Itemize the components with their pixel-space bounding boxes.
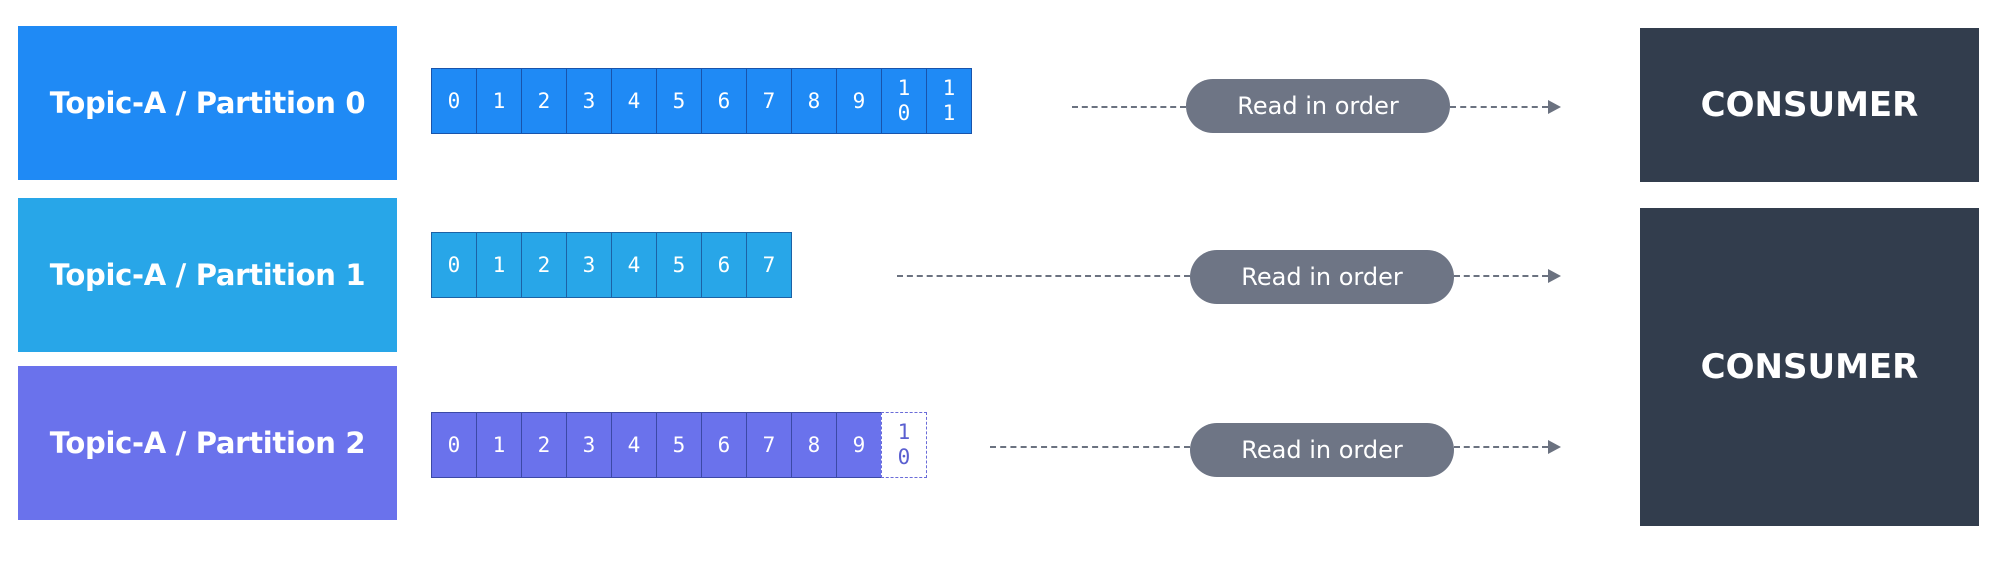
partition-2-log: 0 1 2 3 4 5 6 7 8 9 1 0 [431,412,927,478]
read-arrow-line-0b [1450,106,1548,108]
offset-cell: 2 [521,68,567,134]
read-in-order-label: Read in order [1241,436,1403,464]
offset-cell: 2 [521,232,567,298]
offset-cell: 3 [566,68,612,134]
offset-cell: 4 [611,68,657,134]
offset-cell: 6 [701,412,747,478]
arrow-head-icon [1548,269,1561,283]
offset-cell: 0 [431,68,477,134]
partition-1-box: Topic-A / Partition 1 [18,198,397,352]
offset-cell: 7 [746,412,792,478]
offset-cell: 1 0 [881,68,927,134]
read-arrow-line-0a [1072,106,1186,108]
offset-cell: 8 [791,412,837,478]
read-in-order-label: Read in order [1237,92,1399,120]
partition-1-log: 0 1 2 3 4 5 6 7 [431,232,792,298]
arrow-head-icon [1548,440,1561,454]
offset-cell: 5 [656,412,702,478]
partition-0-box: Topic-A / Partition 0 [18,26,397,180]
offset-cell: 6 [701,232,747,298]
read-in-order-pill-2: Read in order [1190,423,1454,477]
offset-cell: 1 [476,232,522,298]
offset-cell: 5 [656,232,702,298]
consumer-label: CONSUMER [1700,347,1919,387]
read-arrow-line-2a [990,446,1190,448]
partition-0-log: 0 1 2 3 4 5 6 7 8 9 1 0 1 1 [431,68,972,134]
offset-cell: 3 [566,412,612,478]
consumer-box-1: CONSUMER [1640,208,1979,526]
offset-cell: 1 [476,412,522,478]
read-in-order-label: Read in order [1241,263,1403,291]
read-arrow-line-1a [897,275,1190,277]
offset-cell: 7 [746,232,792,298]
consumer-label: CONSUMER [1700,85,1919,125]
offset-cell: 7 [746,68,792,134]
offset-cell: 5 [656,68,702,134]
offset-cell: 4 [611,412,657,478]
offset-cell: 4 [611,232,657,298]
offset-cell: 1 [476,68,522,134]
arrow-head-icon [1548,100,1561,114]
offset-cell: 0 [431,232,477,298]
offset-cell: 0 [431,412,477,478]
read-in-order-pill-1: Read in order [1190,250,1454,304]
partition-1-label: Topic-A / Partition 1 [49,258,366,292]
partition-2-label: Topic-A / Partition 2 [49,426,366,460]
offset-cell: 1 1 [926,68,972,134]
partition-0-label: Topic-A / Partition 0 [49,86,366,120]
offset-cell: 6 [701,68,747,134]
read-arrow-line-1b [1454,275,1548,277]
offset-cell: 9 [836,412,882,478]
read-in-order-pill-0: Read in order [1186,79,1450,133]
offset-cell: 9 [836,68,882,134]
offset-cell: 2 [521,412,567,478]
pending-offset-cell: 1 0 [881,412,927,478]
offset-cell: 8 [791,68,837,134]
partition-2-box: Topic-A / Partition 2 [18,366,397,520]
read-arrow-line-2b [1454,446,1548,448]
consumer-box-0: CONSUMER [1640,28,1979,182]
offset-cell: 3 [566,232,612,298]
